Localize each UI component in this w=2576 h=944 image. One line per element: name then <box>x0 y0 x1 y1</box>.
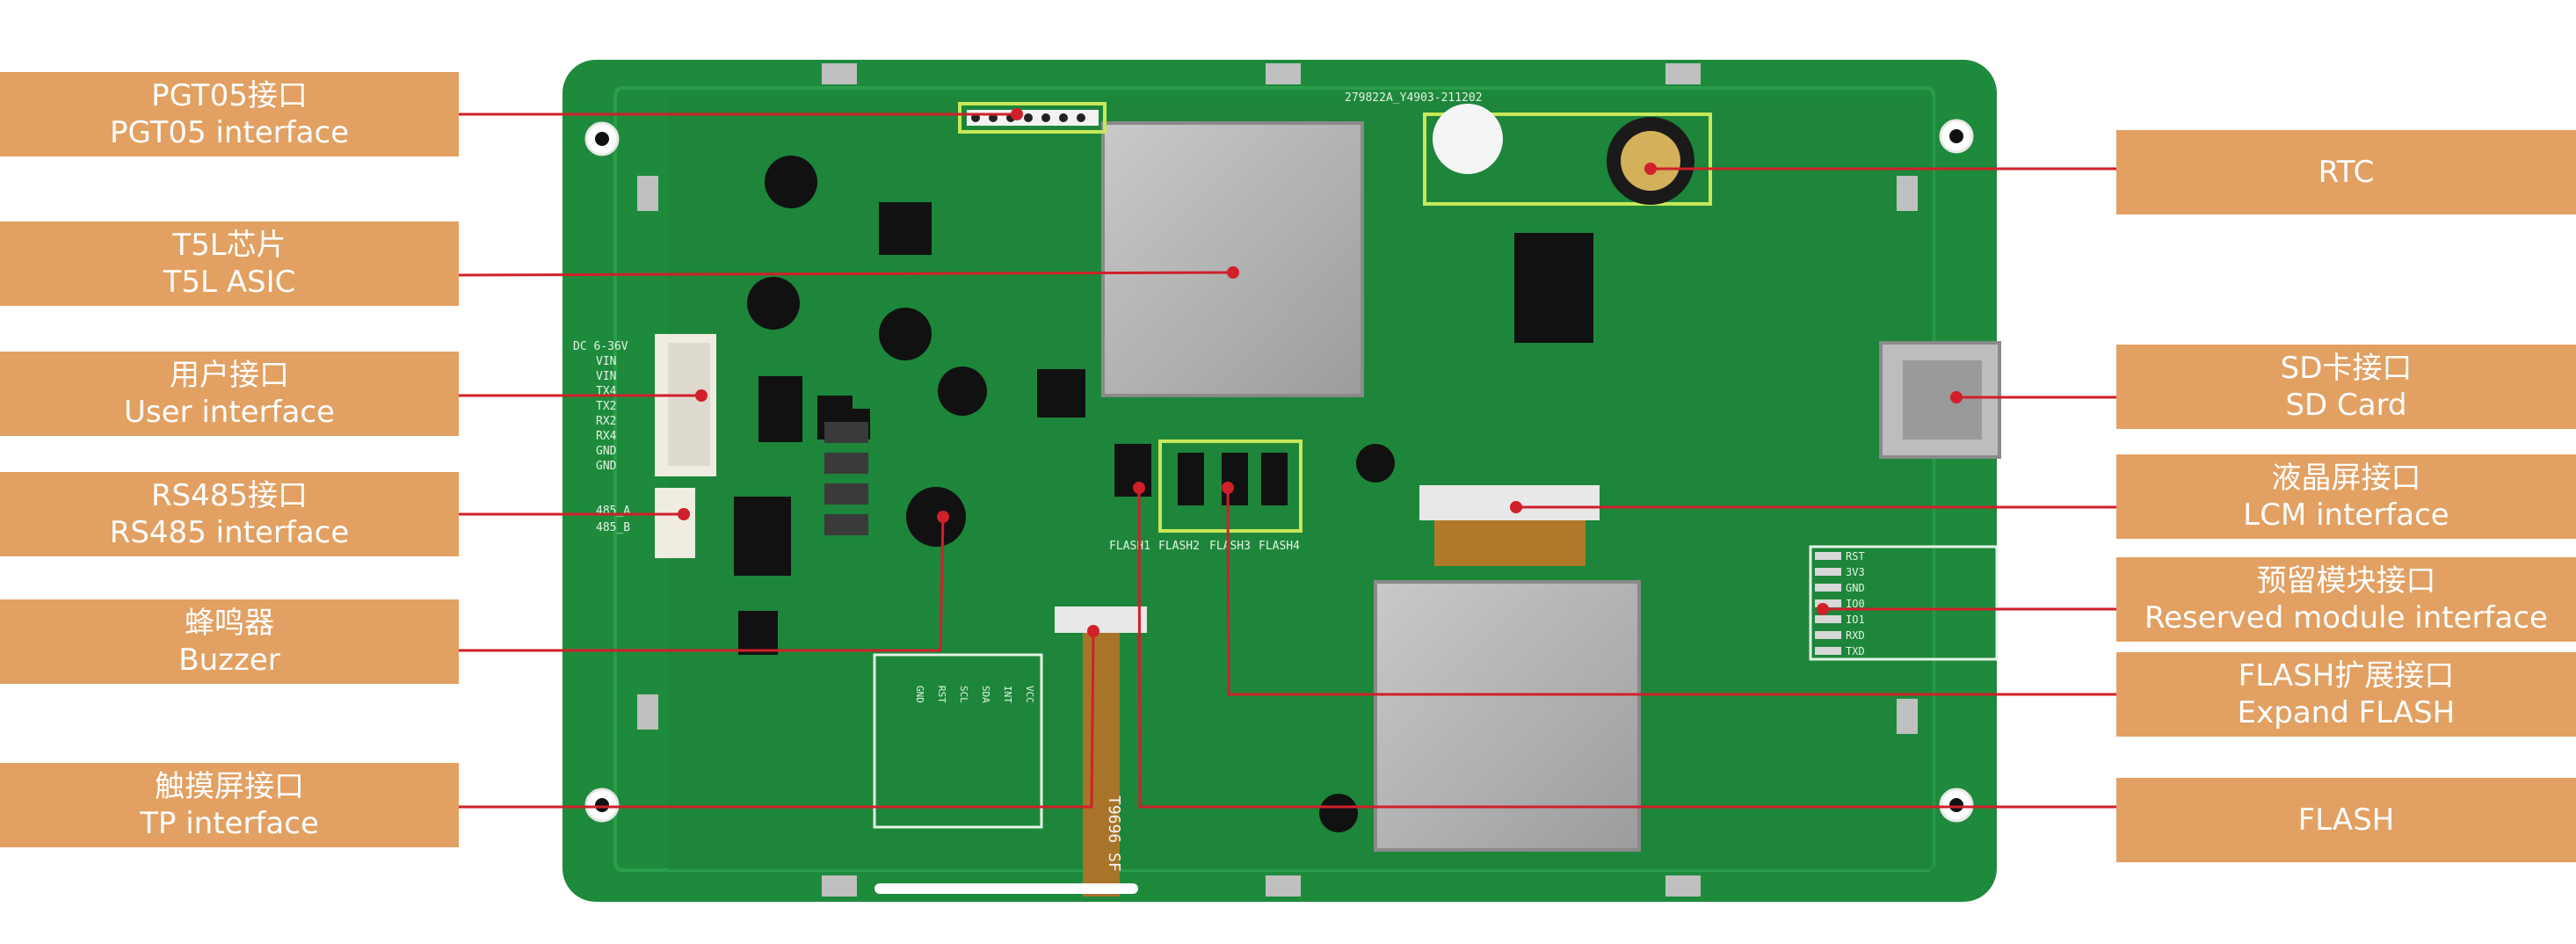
label-user-en: User interface <box>124 395 335 430</box>
reserved-pin-label: TXD <box>1846 645 1865 657</box>
flash-slot-label: FLASH3 <box>1209 540 1251 553</box>
label-reserved-en: Reserved module interface <box>2144 600 2548 635</box>
tp-pin-label: SDA <box>980 686 991 703</box>
tp-flex-cable <box>1083 633 1120 897</box>
label-buzzer-en: Buzzer <box>178 643 280 678</box>
tp-pin-label: INT <box>1002 686 1013 703</box>
label-t5l-cn: T5L芯片 <box>172 228 287 263</box>
label-sd-cn: SD卡接口 <box>2280 351 2413 386</box>
pin-label: RX4 <box>596 430 617 443</box>
flash-slot-label: FLASH4 <box>1259 540 1300 553</box>
reserved-pin-label: RXD <box>1846 629 1865 642</box>
label-flash-expand-cn: FLASH扩展接口 <box>2238 658 2455 693</box>
label-rs485-en: RS485 interface <box>109 515 350 550</box>
board-serial: 279822A_Y4903-211202 <box>1345 91 1483 105</box>
reserved-pin-label: IO1 <box>1846 614 1865 626</box>
pin-label: VIN <box>596 355 616 368</box>
label-t5l: T5L芯片 T5L ASIC <box>0 221 459 306</box>
label-buzzer-cn: 蜂鸣器 <box>185 606 274 641</box>
tp-connector-body <box>1055 606 1147 633</box>
tp-pin-label: VCC <box>1024 686 1035 703</box>
label-lcm: 液晶屏接口 LCM interface <box>2116 454 2576 539</box>
lcm-connector-body <box>1419 485 1600 520</box>
label-tp: 触摸屏接口 TP interface <box>0 763 459 847</box>
pin-label: TX2 <box>596 400 616 413</box>
label-lcm-en: LCM interface <box>2243 497 2449 533</box>
flash-shield <box>1374 580 1641 852</box>
label-buzzer: 蜂鸣器 Buzzer <box>0 599 459 684</box>
label-rs485: RS485接口 RS485 interface <box>0 472 459 556</box>
pin-label: GND <box>596 460 617 473</box>
label-rtc-text: RTC <box>2318 155 2375 190</box>
leader-dots <box>678 108 1963 637</box>
reserved-pin-label: IO0 <box>1846 598 1865 610</box>
label-tp-cn: 触摸屏接口 <box>155 769 304 804</box>
reserved-pin-label: GND <box>1846 582 1865 594</box>
tp-pin-label: RST <box>936 686 947 703</box>
tp-cable-text: T9696 SF <box>1105 795 1123 872</box>
label-reserved-cn: 预留模块接口 <box>2256 563 2436 599</box>
pin-label: 485_B <box>596 521 630 534</box>
tp-pin-label: GND <box>914 686 925 703</box>
label-sd-card: SD卡接口 SD Card <box>2116 345 2576 429</box>
pin-label: VIN <box>596 370 616 383</box>
label-user-interface: 用户接口 User interface <box>0 352 459 436</box>
label-pgt05-en: PGT05 interface <box>109 115 350 150</box>
label-lcm-cn: 液晶屏接口 <box>2271 461 2421 496</box>
label-pgt05-cn: PGT05接口 <box>151 78 308 113</box>
label-flash-expand: FLASH扩展接口 Expand FLASH <box>2116 652 2576 737</box>
label-rs485-cn: RS485接口 <box>150 478 308 513</box>
label-user-cn: 用户接口 <box>170 358 289 393</box>
pin-label: RX2 <box>596 415 616 428</box>
label-rtc: RTC <box>2116 130 2576 214</box>
label-flash: FLASH <box>2116 778 2576 862</box>
label-pgt05: PGT05接口 PGT05 interface <box>0 72 459 156</box>
mounting-holes <box>584 119 1974 823</box>
reserved-pin-label: 3V3 <box>1846 566 1865 578</box>
reserved-pin-label: RST <box>1846 550 1865 563</box>
pin-label: DC 6-36V <box>573 340 628 353</box>
label-t5l-en: T5L ASIC <box>163 265 296 300</box>
label-flash-text: FLASH <box>2297 802 2395 838</box>
pin-label: 485_A <box>596 505 630 518</box>
label-reserved-module: 预留模块接口 Reserved module interface <box>2116 557 2576 642</box>
pin-label: GND <box>596 445 617 458</box>
white-dome <box>1433 104 1503 174</box>
tp-pin-label: SCL <box>958 686 969 703</box>
flash-slot-label: FLASH1 <box>1109 540 1150 553</box>
label-sd-en: SD Card <box>2285 388 2407 423</box>
label-tp-en: TP interface <box>140 806 319 841</box>
leader-lines <box>458 113 2116 809</box>
label-flash-expand-en: Expand FLASH <box>2237 695 2456 730</box>
t5l-shield <box>1101 121 1364 397</box>
flash-slot-label: FLASH2 <box>1158 540 1200 553</box>
rs485-connector-body <box>655 488 695 558</box>
